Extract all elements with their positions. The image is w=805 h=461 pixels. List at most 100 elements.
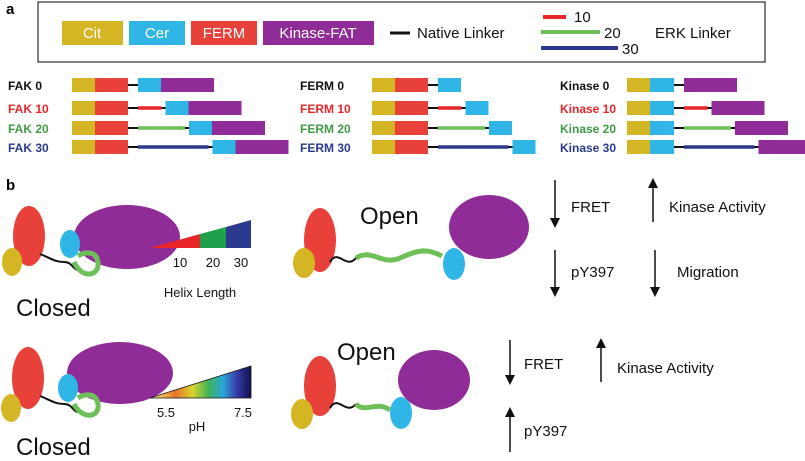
ferm-segment: [395, 140, 428, 154]
closed-state-1: [2, 205, 180, 277]
ph-label: pH: [189, 419, 206, 434]
kinase-fat-segment: [711, 101, 765, 115]
cer-segment: [438, 78, 461, 92]
kinase-fat-swatch: [263, 21, 374, 45]
kinase-fat-domain: [74, 205, 180, 269]
cit-segment: [627, 121, 650, 135]
open-label-1: Open: [360, 203, 419, 230]
cit-swatch: [62, 21, 123, 45]
construct-label: FAK 0: [8, 79, 42, 93]
fret-label-1: FRET: [571, 199, 610, 216]
helix-20-segment: [200, 227, 226, 248]
kinase-fat-domain: [449, 195, 529, 259]
ferm-domain: [13, 206, 45, 266]
helix-tick-20: 20: [206, 255, 220, 270]
cit-segment: [372, 101, 395, 115]
native-linker: [329, 402, 357, 409]
cer-segment: [650, 101, 674, 115]
kinase-fat-segment: [235, 140, 289, 154]
erk-linker-label: ERK Linker: [655, 25, 731, 42]
py397-label-1: pY397: [571, 264, 614, 281]
open-state-2: [291, 350, 470, 429]
cit-domain: [1, 394, 21, 422]
closed-state-2: [1, 342, 173, 422]
linker-20-label: 20: [604, 25, 621, 42]
ferm-segment: [95, 121, 128, 135]
cit-domain: [291, 399, 313, 429]
cit-domain: [2, 248, 22, 276]
legend: Cit Cer FERM Kinase-FAT Native Linker 10…: [37, 1, 766, 63]
helix-tick-10: 10: [173, 255, 187, 270]
erk-linker: [71, 392, 101, 418]
panel-a-letter: a: [6, 1, 15, 18]
ferm-segment: [95, 101, 128, 115]
cit-segment: [72, 140, 95, 154]
cer-segment: [512, 140, 536, 154]
kinase-fat-segment: [212, 121, 265, 135]
legend-cit: Cit: [62, 21, 123, 45]
cit-label: Cit: [83, 25, 102, 42]
ferm-segment: [395, 121, 428, 135]
migration-label: Migration: [677, 264, 739, 281]
cit-segment: [372, 78, 395, 92]
ferm-domain: [12, 347, 44, 409]
cit-segment: [627, 140, 650, 154]
cer-domain: [390, 397, 412, 429]
erk-linker: [71, 250, 101, 277]
kinase-fat-segment: [188, 101, 242, 115]
ph-gradient: [149, 365, 252, 399]
construct-label: FAK 10: [8, 102, 49, 116]
cer-segment: [165, 101, 189, 115]
construct-label: FERM 10: [300, 102, 351, 116]
cer-swatch: [129, 21, 185, 45]
helix-tick-30: 30: [234, 255, 248, 270]
kinase-fat-domain: [398, 350, 470, 410]
closed-label-1: Closed: [16, 295, 91, 322]
kinase-fat-segment: [684, 78, 737, 92]
helix-length-label: Helix Length: [164, 285, 236, 300]
cit-segment: [72, 78, 95, 92]
cer-segment: [489, 121, 512, 135]
cit-segment: [372, 121, 395, 135]
cer-label: Cer: [145, 25, 169, 42]
open-state-1: [293, 195, 529, 280]
cer-domain: [58, 374, 78, 402]
helix-30-segment: [226, 220, 251, 248]
cer-segment: [650, 78, 674, 92]
cer-segment: [650, 121, 674, 135]
kinase-activity-up-arrowhead: [596, 338, 606, 348]
native-linker: [39, 395, 83, 414]
ph-max-label: 7.5: [234, 405, 252, 420]
cit-segment: [372, 140, 395, 154]
effects-row-1: FRET Kinase Activity pY397 Migration: [550, 178, 766, 297]
helix-10-segment: [150, 234, 200, 248]
erk-linker: [354, 248, 444, 263]
fret-label-2: FRET: [524, 356, 563, 373]
cit-segment: [627, 101, 650, 115]
construct-label: Kinase 30: [560, 141, 616, 155]
kinase-fat-segment: [735, 121, 788, 135]
ferm-segment: [395, 78, 428, 92]
construct-label: Kinase 0: [560, 79, 610, 93]
cer-segment: [138, 78, 161, 92]
ferm-domain: [304, 356, 336, 416]
closed-label-2: Closed: [16, 434, 91, 461]
kinase-fat-segment: [161, 78, 214, 92]
cer-segment: [189, 121, 212, 135]
kinase-fat-domain: [67, 342, 173, 404]
cit-segment: [72, 101, 95, 115]
open-label-2: Open: [337, 339, 396, 366]
linker-30-label: 30: [622, 41, 639, 58]
ferm-segment: [95, 140, 128, 154]
fret-down-arrowhead: [505, 375, 515, 385]
kinase-activity-label-1: Kinase Activity: [669, 199, 766, 216]
cer-segment: [212, 140, 236, 154]
ph-min-label: 5.5: [157, 405, 175, 420]
construct-label: FAK 20: [8, 122, 49, 136]
native-linker-label: Native Linker: [417, 25, 505, 42]
construct-label: Kinase 10: [560, 102, 616, 116]
py397-up-arrowhead: [505, 407, 515, 417]
helix-length-scale: 10 20 30 Helix Length: [150, 220, 251, 300]
